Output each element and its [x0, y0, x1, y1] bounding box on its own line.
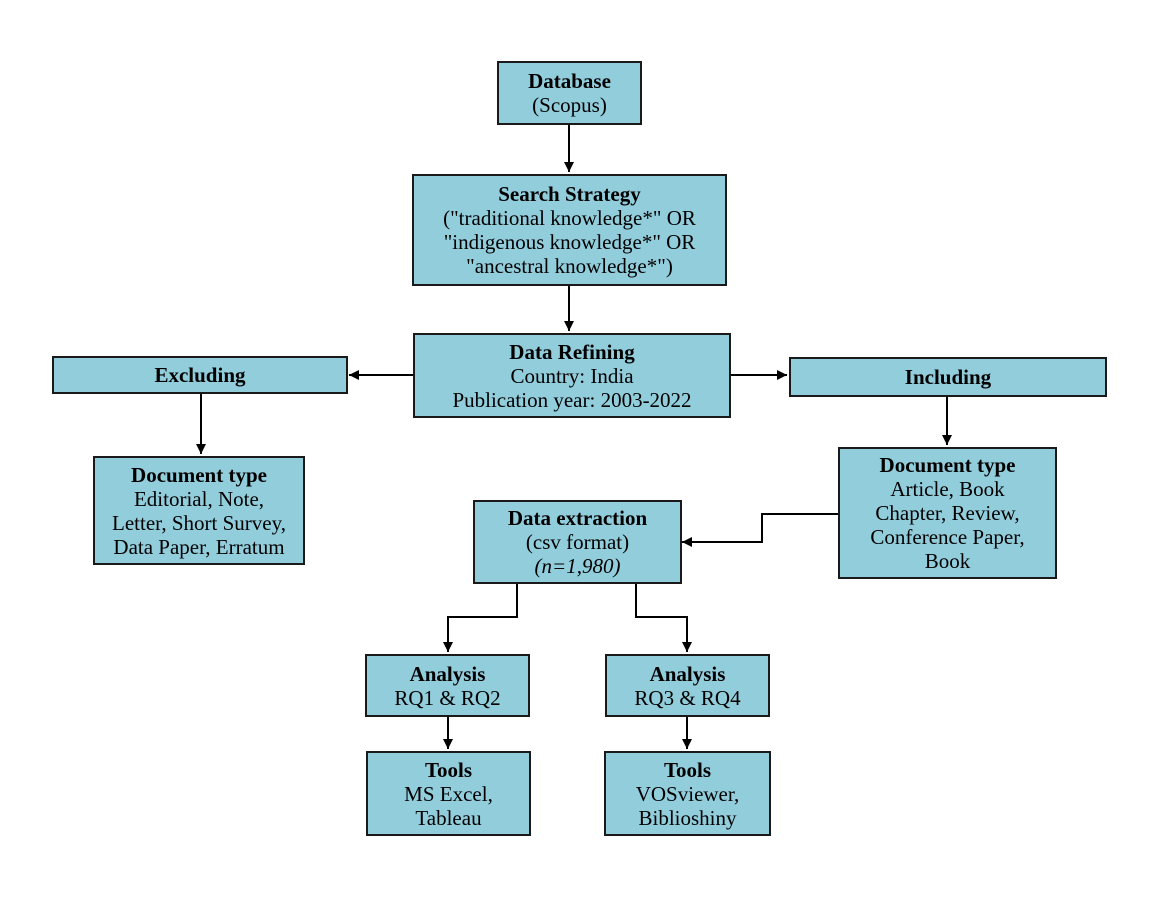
data-refining-line: Country: India	[510, 363, 634, 388]
tools-2-box: Tools VOSviewer, Biblioshiny	[604, 751, 771, 836]
arrow-extraction-to-analysis-1	[443, 584, 518, 652]
data-extraction-count: (n=1,980)	[534, 554, 621, 578]
analysis-2-title: Analysis	[649, 661, 726, 686]
database-box: Database (Scopus)	[497, 61, 642, 125]
excluding-title: Excluding	[154, 363, 246, 387]
search-strategy-line: ("traditional knowledge*" OR	[443, 206, 696, 230]
analysis-1-line: RQ1 & RQ2	[394, 685, 501, 710]
data-refining-line: Publication year: 2003-2022	[452, 387, 692, 412]
tools-1-title: Tools	[424, 757, 473, 782]
search-strategy-box: Search Strategy ("traditional knowledge*…	[412, 174, 727, 286]
search-strategy-line: "ancestral knowledge*")	[466, 254, 673, 278]
doctype-excluded-line: Data Paper, Erratum	[113, 534, 285, 559]
including-title: Including	[904, 365, 992, 389]
arrow-doctype-to-extraction	[682, 513, 838, 547]
search-strategy-line: "indigenous knowledge*" OR	[443, 230, 696, 254]
tools-1-line: Tableau	[415, 805, 482, 830]
doctype-included-line: Article, Book	[890, 477, 1005, 501]
analysis-1-title: Analysis	[409, 661, 486, 686]
arrow-extraction-to-analysis-2	[635, 584, 692, 652]
doctype-excluded-title: Document type	[131, 462, 267, 487]
tools-1-box: Tools MS Excel, Tableau	[366, 751, 531, 836]
database-line: (Scopus)	[532, 93, 607, 117]
tools-1-line: MS Excel,	[404, 781, 493, 806]
data-refining-title: Data Refining	[509, 339, 635, 364]
doctype-excluded-box: Document type Editorial, Note, Letter, S…	[93, 456, 305, 565]
including-box: Including	[789, 357, 1107, 397]
search-strategy-title: Search Strategy	[498, 182, 641, 206]
tools-2-line: Biblioshiny	[638, 805, 737, 830]
doctype-included-line: Book	[924, 549, 971, 573]
data-extraction-line: (csv format)	[525, 530, 630, 554]
database-title: Database	[528, 69, 611, 93]
analysis-1-box: Analysis RQ1 & RQ2	[365, 654, 530, 717]
tools-2-line: VOSviewer,	[635, 781, 740, 806]
doctype-included-box: Document type Article, Book Chapter, Rev…	[838, 447, 1057, 579]
data-extraction-title: Data extraction	[507, 506, 648, 530]
data-extraction-box: Data extraction (csv format) (n=1,980)	[473, 500, 682, 584]
tools-2-title: Tools	[663, 757, 712, 782]
excluding-box: Excluding	[52, 356, 348, 394]
analysis-2-box: Analysis RQ3 & RQ4	[605, 654, 770, 717]
doctype-included-line: Chapter, Review,	[875, 501, 1020, 525]
doctype-excluded-line: Letter, Short Survey,	[112, 510, 286, 535]
analysis-2-line: RQ3 & RQ4	[634, 685, 741, 710]
doctype-excluded-line: Editorial, Note,	[133, 486, 265, 511]
doctype-included-line: Conference Paper,	[870, 525, 1025, 549]
doctype-included-title: Document type	[879, 453, 1016, 477]
data-refining-box: Data Refining Country: India Publication…	[413, 333, 731, 418]
